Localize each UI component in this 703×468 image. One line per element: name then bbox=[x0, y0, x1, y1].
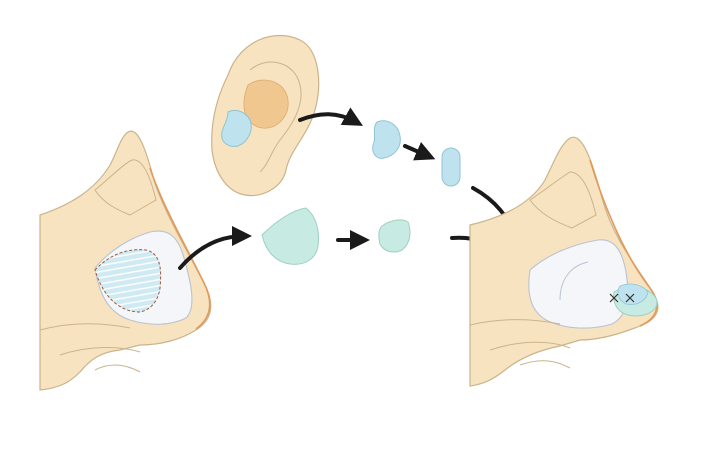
right-nose-skin-edge bbox=[589, 159, 658, 327]
left-nose-skin-edge bbox=[149, 167, 211, 330]
left-septal-harvest-zone bbox=[94, 249, 162, 313]
ear-diagram bbox=[211, 34, 320, 197]
straight-arrow-icon bbox=[403, 142, 436, 161]
ear-graft-harvested bbox=[372, 120, 401, 159]
left-nasal-bone bbox=[94, 159, 157, 216]
ear-inner-fold bbox=[249, 61, 302, 173]
suture-x-icon bbox=[625, 293, 635, 303]
suture-x-icon bbox=[609, 293, 619, 303]
curved-arrow-icon bbox=[178, 226, 252, 270]
left-lower-lines bbox=[39, 323, 141, 373]
curved-arrow-icon bbox=[298, 107, 363, 126]
right-nose-diagram bbox=[469, 136, 659, 387]
right-septal-inner-curve bbox=[559, 261, 589, 301]
ear-conchal-graft-site bbox=[221, 109, 252, 147]
ear-graft-shaped bbox=[441, 147, 461, 187]
septal-graft-harvested bbox=[261, 207, 319, 265]
right-lower-lines bbox=[469, 319, 571, 369]
graft-pieces bbox=[261, 120, 461, 265]
left-nose-diagram bbox=[39, 130, 212, 391]
right-nasal-bone bbox=[529, 171, 597, 229]
septal-graft-shaped bbox=[378, 219, 411, 253]
